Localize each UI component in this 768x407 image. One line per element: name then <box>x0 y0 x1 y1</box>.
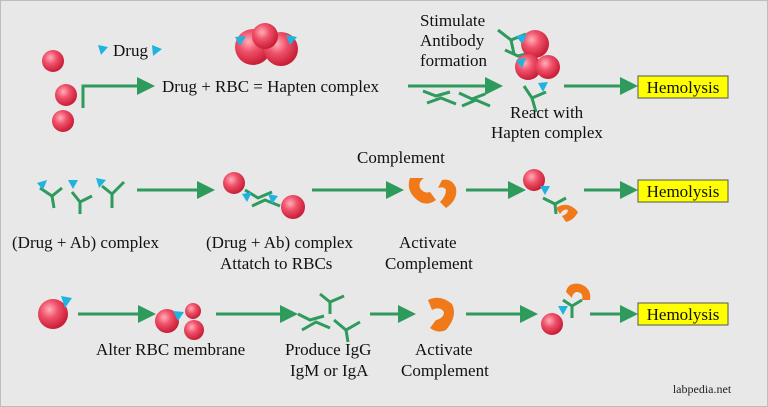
antibody-icon <box>562 298 583 318</box>
complement-icon <box>438 179 457 208</box>
row1: Drug Drug + RBC = Hapten complex Stimula… <box>42 11 729 142</box>
hemolysis-label: Hemolysis <box>647 182 720 201</box>
drug-icon <box>68 180 78 189</box>
watermark: labpedia.net <box>673 382 732 396</box>
attach-label: (Drug + Ab) complex Attatch to RBCs <box>206 233 357 273</box>
rbc-icon <box>155 309 179 333</box>
drug-icon <box>173 311 184 321</box>
complement-icon <box>556 204 578 222</box>
drug-icon <box>540 186 550 195</box>
rbc-icon <box>541 313 563 335</box>
drug-icon <box>538 82 548 92</box>
drug-icon <box>152 45 162 56</box>
drug-icon <box>96 178 106 188</box>
react-label: React with Hapten complex <box>491 103 603 142</box>
rbc-icon <box>523 169 545 191</box>
complement-label: Complement <box>357 148 445 167</box>
drug-label: Drug <box>113 41 148 60</box>
rbc-icon <box>52 110 74 132</box>
antibody-icon <box>422 89 457 106</box>
rbc-icon <box>536 55 560 79</box>
row3: Hemolysis Alter RBC membrane Produce IgG… <box>38 283 729 380</box>
antibody-icon <box>39 180 126 214</box>
antibody-icon <box>542 196 567 215</box>
complement-icon <box>428 297 454 332</box>
antibody-icon <box>458 91 491 108</box>
rbc-icon <box>185 303 201 319</box>
arrow <box>81 77 155 108</box>
drug-icon <box>286 35 297 45</box>
hemolysis-box <box>637 302 729 326</box>
rbc-icon <box>184 320 204 340</box>
rbc-icon <box>42 50 64 72</box>
hemolysis-box <box>637 179 729 203</box>
rbc-icon <box>281 195 305 219</box>
rbc-icon <box>223 172 245 194</box>
hemolysis-box <box>637 75 729 99</box>
rbc-icon <box>38 299 68 329</box>
rbc-icon <box>55 84 77 106</box>
equation-label: Drug + RBC = Hapten complex <box>162 77 380 96</box>
drug-icon <box>558 306 568 315</box>
activate-label: Activate Complement <box>385 233 473 273</box>
complement-icon <box>566 283 591 300</box>
drug-icon <box>37 180 47 190</box>
drug-icon <box>242 192 252 202</box>
antibody-icon <box>297 292 361 343</box>
activate-label: Activate Complement <box>401 340 489 380</box>
drug-icon <box>516 34 527 44</box>
drug-icon <box>235 36 246 46</box>
complement-icon <box>408 178 436 204</box>
drug-icon <box>61 296 72 308</box>
alter-label: Alter RBC membrane <box>96 340 245 359</box>
drug-icon <box>516 58 526 68</box>
rbc-icon <box>521 30 549 58</box>
stimulate-label: Stimulate Antibody formation <box>420 11 489 70</box>
produce-label: Produce IgG IgM or IgA <box>285 340 376 380</box>
hemolysis-label: Hemolysis <box>647 305 720 324</box>
drug-icon <box>98 45 108 55</box>
rbc-icon <box>252 23 278 49</box>
drug-ab-label: (Drug + Ab) complex <box>12 233 159 252</box>
hemolysis-label: Hemolysis <box>647 78 720 97</box>
drug-icon <box>268 194 278 204</box>
row2: Complement Hemolysis (Drug + Ab) complex… <box>12 148 729 273</box>
